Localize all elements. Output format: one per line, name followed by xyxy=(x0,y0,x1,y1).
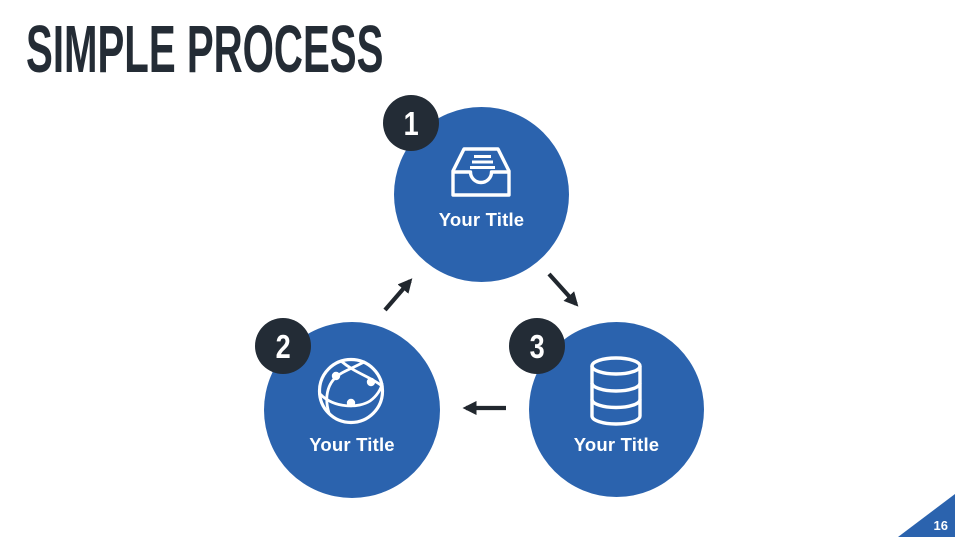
globe-network-icon xyxy=(316,356,386,426)
inbox-tray-icon xyxy=(447,145,515,199)
step-2-number: 2 xyxy=(275,327,291,365)
step-2-number-badge: 2 xyxy=(255,318,311,374)
process-step-3-circle: Your Title xyxy=(529,322,704,497)
slide-title: SIMPLE PROCESS xyxy=(26,12,384,87)
step-3-number-badge: 3 xyxy=(509,318,565,374)
step-2-title-label: Your Title xyxy=(309,434,395,455)
step-1-number-badge: 1 xyxy=(383,95,439,151)
step-1-title-label: Your Title xyxy=(438,209,525,230)
arrow-step2-to-step1 xyxy=(383,278,413,312)
step-1-number: 1 xyxy=(403,104,419,142)
step-3-title-label: Your Title xyxy=(573,434,660,455)
step-3-number: 3 xyxy=(529,327,545,365)
database-icon xyxy=(587,356,645,426)
arrow-step1-to-step3 xyxy=(547,272,579,307)
page-number: 16 xyxy=(933,518,948,533)
